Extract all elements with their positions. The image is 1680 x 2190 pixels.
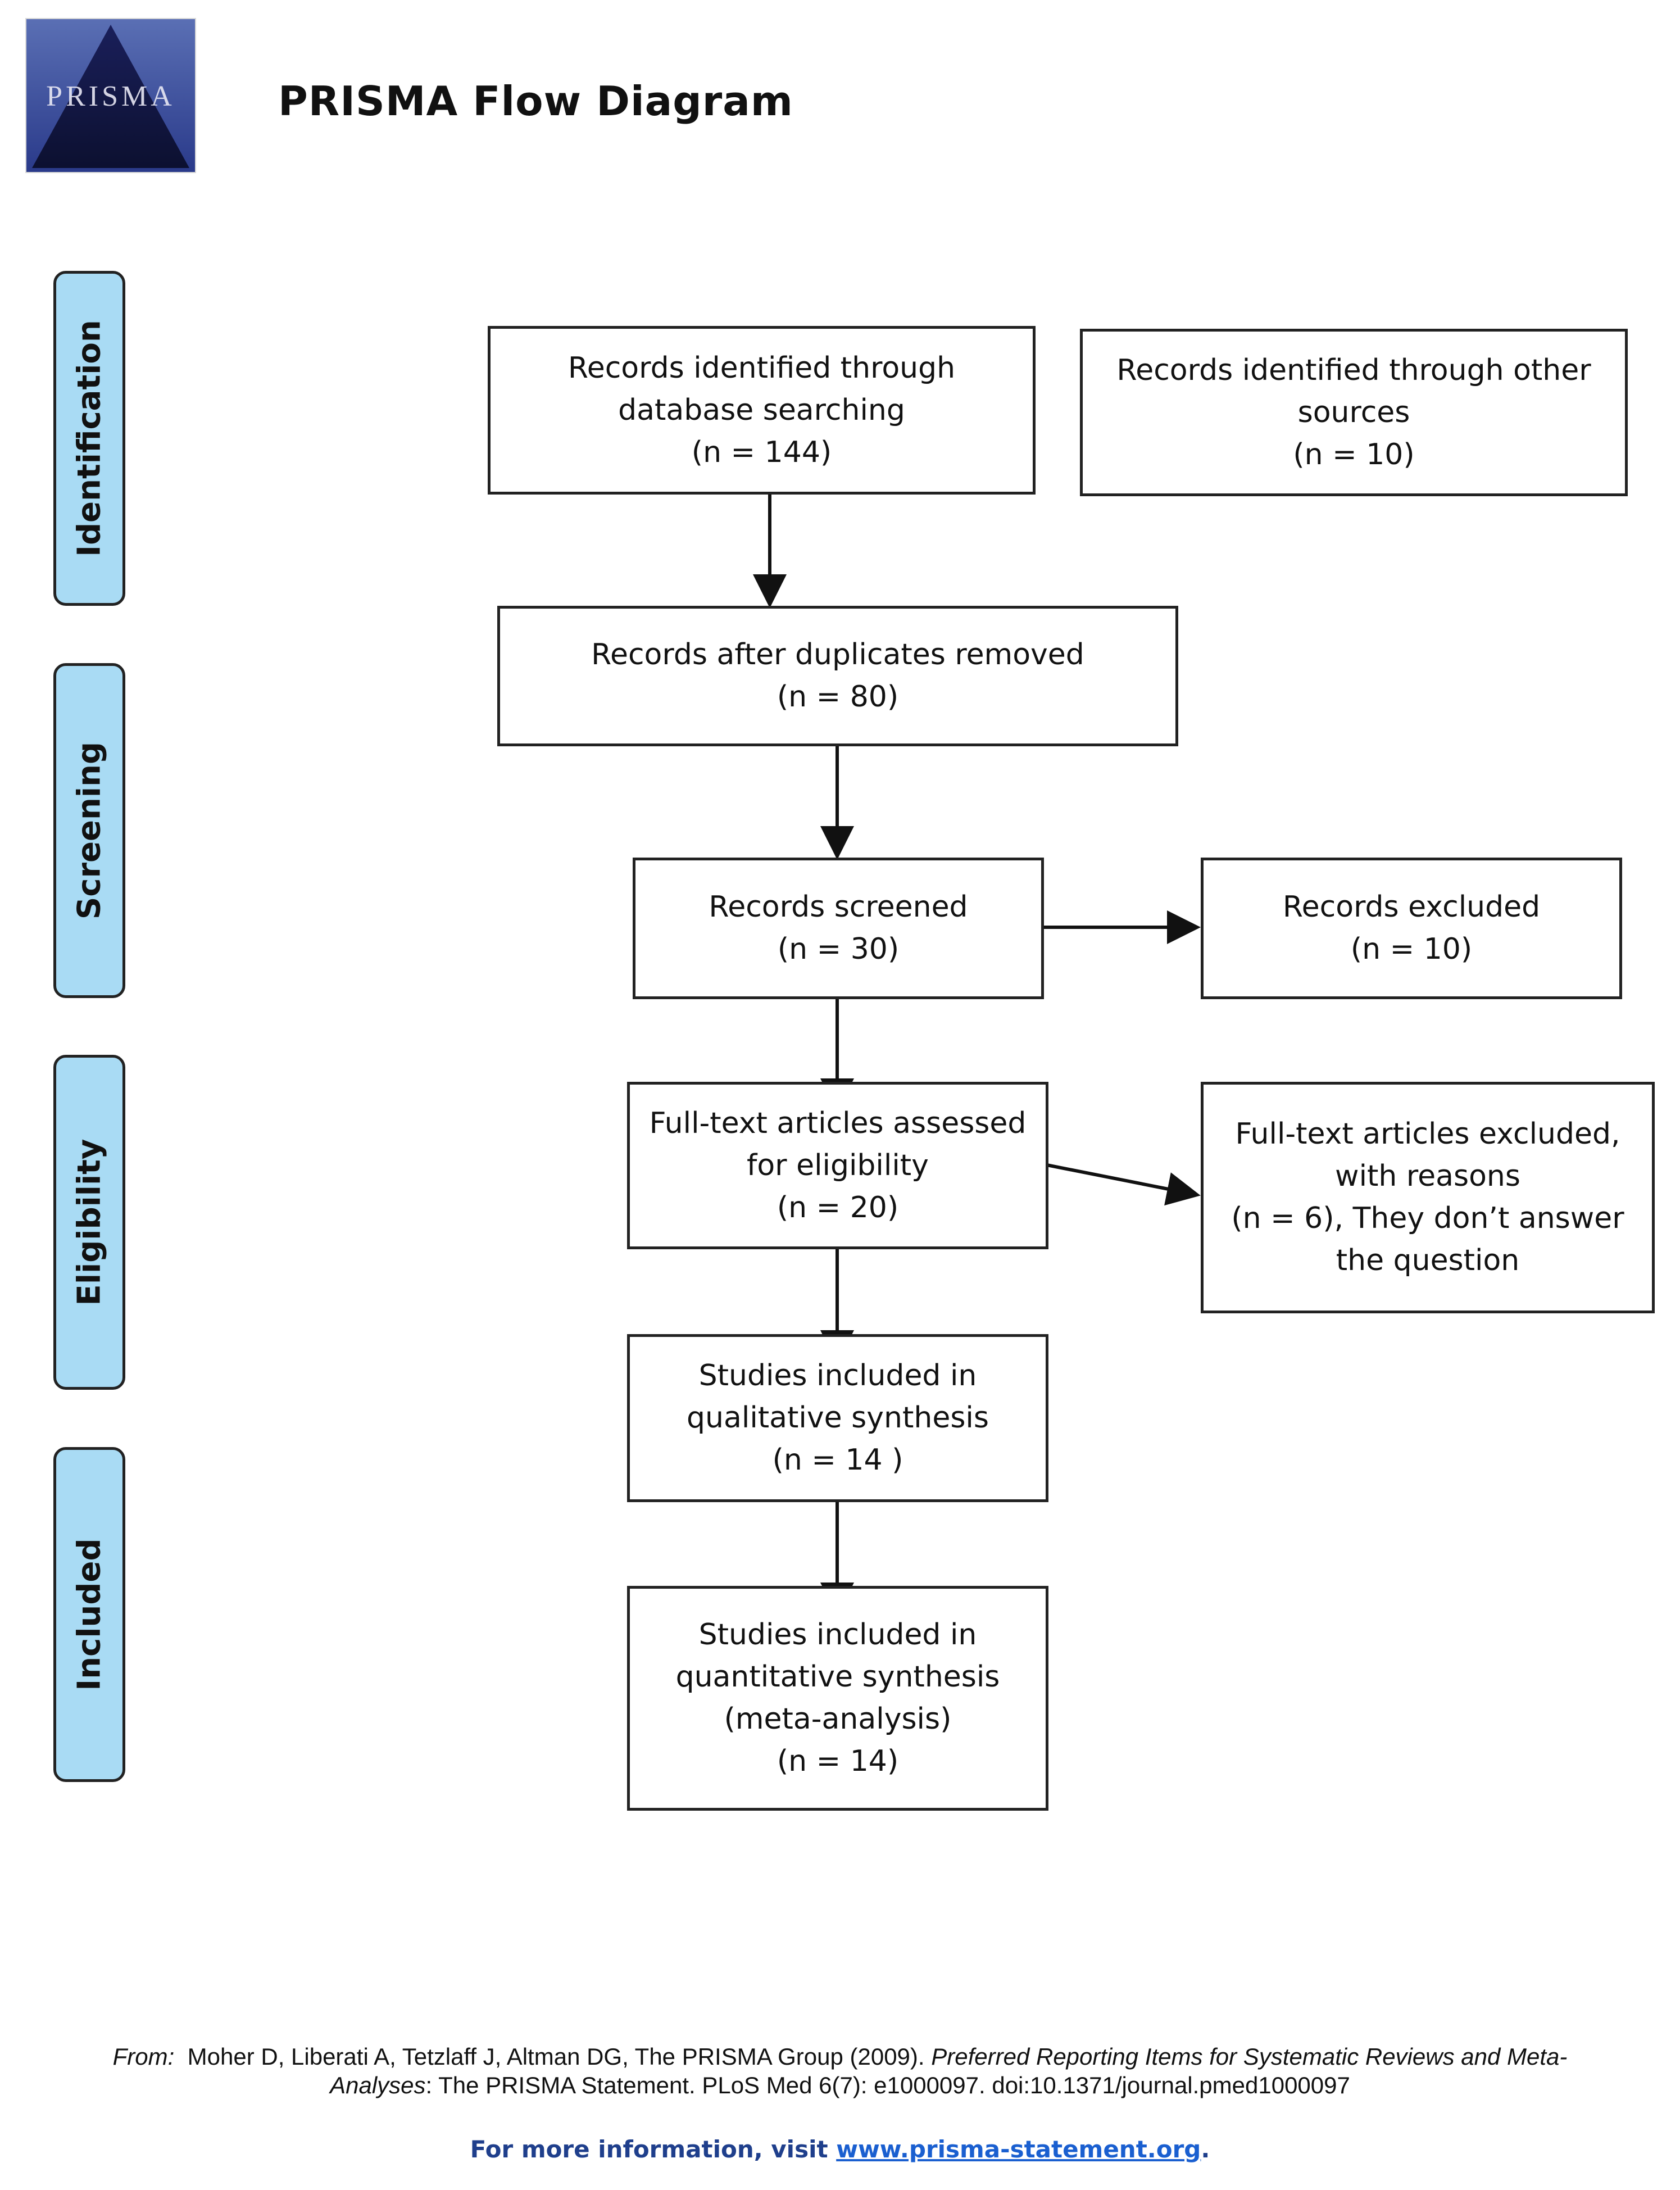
box-fulltext-assessed: Full-text articles assessed for eligibil… bbox=[627, 1082, 1048, 1249]
logo-text: PRISMA bbox=[46, 80, 175, 112]
box-line: Full-text articles assessed bbox=[649, 1106, 1027, 1140]
box-count: (n = 14 ) bbox=[772, 1443, 903, 1477]
box-line: Records screened bbox=[709, 890, 968, 924]
box-line: quantitative synthesis bbox=[675, 1660, 1000, 1694]
box-count: (n = 10) bbox=[1293, 437, 1415, 471]
box-database-search: Records identified through database sear… bbox=[488, 326, 1036, 495]
box-other-sources: Records identified through other sources… bbox=[1080, 329, 1628, 496]
box-count: (n = 6), They don’t answer bbox=[1231, 1201, 1624, 1235]
box-line: Studies included in bbox=[698, 1618, 977, 1652]
box-line: for eligibility bbox=[747, 1148, 929, 1182]
box-line: Records after duplicates removed bbox=[591, 638, 1084, 672]
box-line: qualitative synthesis bbox=[687, 1401, 989, 1435]
box-count: (n = 144) bbox=[691, 435, 832, 469]
phase-screening: Screening bbox=[53, 663, 125, 998]
citation-title-1: Preferred Reporting Items for Systematic… bbox=[931, 2043, 1568, 2070]
box-count: (n = 80) bbox=[777, 680, 899, 714]
box-records-excluded: Records excluded (n = 10) bbox=[1201, 858, 1622, 999]
more-info: For more information, visit www.prisma-s… bbox=[0, 2135, 1680, 2163]
box-after-duplicates: Records after duplicates removed (n = 80… bbox=[497, 606, 1178, 746]
page-title: PRISMA Flow Diagram bbox=[278, 78, 793, 125]
box-line: sources bbox=[1297, 395, 1410, 429]
arrow-fulltext-to-excluded bbox=[1046, 1163, 1201, 1206]
citation-line-1: From: Moher D, Liberati A, Tetzlaff J, A… bbox=[0, 2043, 1680, 2071]
box-line: Records identified through bbox=[567, 351, 956, 385]
box-count: (n = 20) bbox=[777, 1190, 899, 1225]
phase-included: Included bbox=[53, 1447, 125, 1782]
box-line: Records excluded bbox=[1282, 890, 1541, 924]
box-quantitative-synthesis: Studies included in quantitative synthes… bbox=[627, 1586, 1048, 1811]
box-line: Full-text articles excluded, bbox=[1235, 1117, 1620, 1151]
box-line: (meta-analysis) bbox=[724, 1702, 952, 1736]
more-info-suffix: . bbox=[1201, 2135, 1210, 2163]
logo-triangle-icon bbox=[32, 25, 189, 168]
phase-identification: Identification bbox=[53, 271, 125, 606]
box-line: Studies included in bbox=[698, 1359, 977, 1393]
citation-title-2: Analyses bbox=[330, 2072, 426, 2098]
prisma-website-link[interactable]: www.prisma-statement.org bbox=[836, 2135, 1201, 2163]
box-count: (n = 10) bbox=[1350, 932, 1473, 966]
citation-from-label: From: bbox=[112, 2043, 175, 2070]
box-line: with reasons bbox=[1335, 1159, 1520, 1193]
prisma-logo: PRISMA bbox=[25, 18, 196, 173]
citation-authors: Moher D, Liberati A, Tetzlaff J, Altman … bbox=[187, 2043, 925, 2070]
box-qualitative-synthesis: Studies included in qualitative synthesi… bbox=[627, 1334, 1048, 1502]
phase-eligibility: Eligibility bbox=[53, 1055, 125, 1390]
box-records-screened: Records screened (n = 30) bbox=[633, 858, 1044, 999]
citation-line-2: Analyses: The PRISMA Statement. PLoS Med… bbox=[0, 2071, 1680, 2100]
more-info-prefix: For more information, visit bbox=[470, 2135, 837, 2163]
box-line: Records identified through other bbox=[1116, 353, 1591, 387]
citation-rest: : The PRISMA Statement. PLoS Med 6(7): e… bbox=[425, 2072, 1350, 2098]
box-count: (n = 14) bbox=[777, 1744, 899, 1778]
box-line: database searching bbox=[618, 393, 905, 427]
box-fulltext-excluded: Full-text articles excluded, with reason… bbox=[1201, 1082, 1655, 1313]
box-count: (n = 30) bbox=[777, 932, 900, 966]
box-line: the question bbox=[1336, 1244, 1520, 1277]
